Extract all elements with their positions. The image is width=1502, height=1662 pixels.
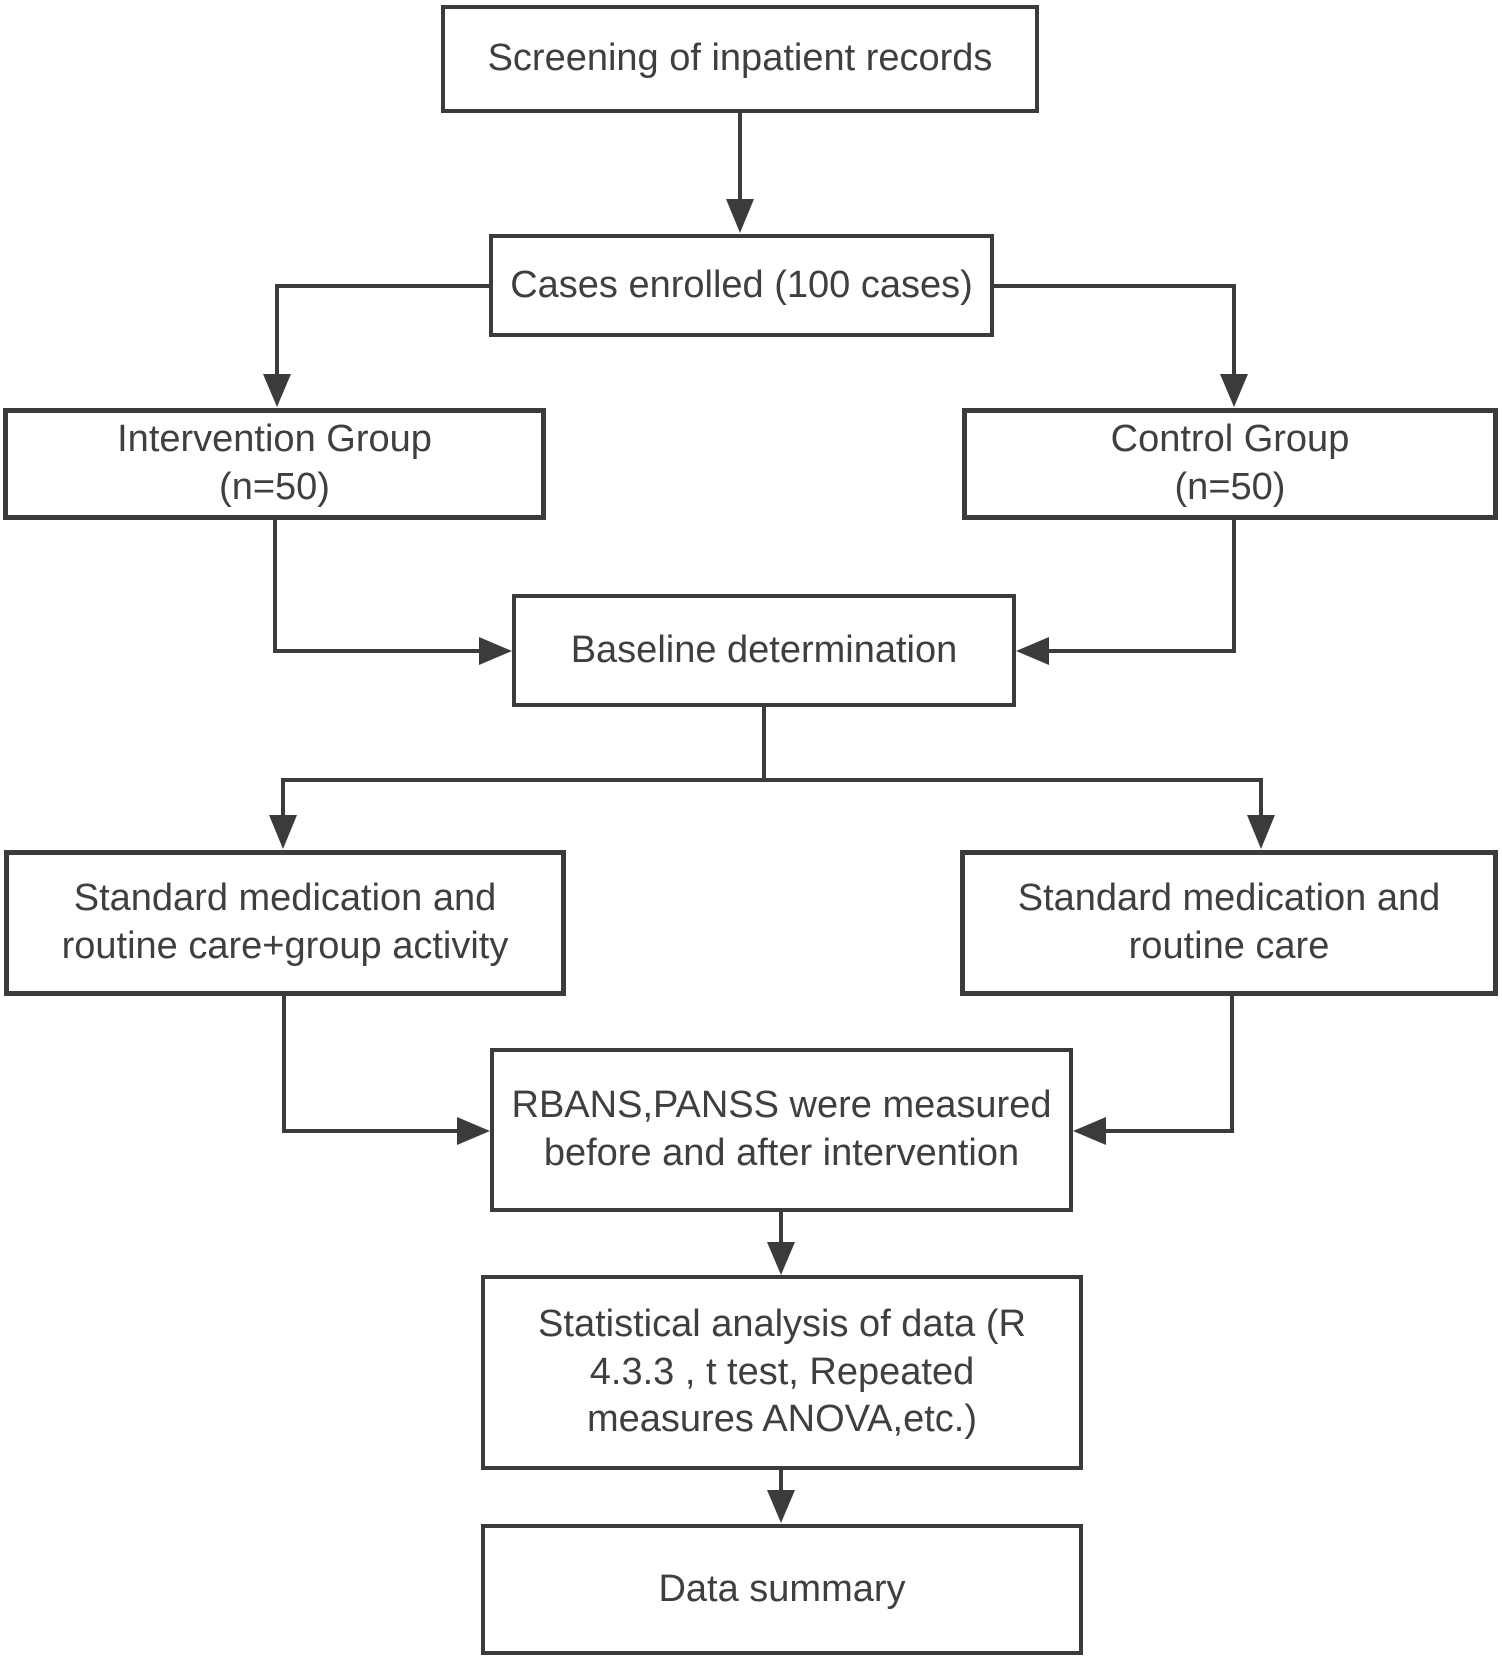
arrowhead xyxy=(269,815,297,849)
node-screening-label: Screening of inpatient records xyxy=(487,37,993,80)
edge-line xyxy=(1106,994,1234,1133)
edge-line xyxy=(994,284,1236,375)
node-baseline-determination: Baseline determination xyxy=(512,594,1016,707)
edge-cases-intervention xyxy=(263,284,489,407)
node-cases-enrolled-label: Cases enrolled (100 cases) xyxy=(510,263,973,306)
edge-line xyxy=(282,994,457,1133)
edge-stdleft-rbans xyxy=(282,994,490,1145)
edge-baseline-split xyxy=(269,705,1275,849)
node-statistical-analysis-label: Statistical analysis of data (R 4.3.3 , … xyxy=(538,1302,1026,1441)
edge-line xyxy=(1049,518,1236,653)
node-standard-medication-group-activity: Standard medication and routine care+gro… xyxy=(4,850,566,996)
node-data-summary: Data summary xyxy=(481,1524,1083,1655)
node-control-group: Control Group (n=50) xyxy=(962,408,1498,520)
arrowhead xyxy=(1247,815,1275,849)
node-baseline-determination-label: Baseline determination xyxy=(570,628,958,671)
edge-rbans-stat xyxy=(767,1210,795,1275)
arrowhead xyxy=(1220,374,1248,407)
arrowhead xyxy=(767,1242,795,1275)
node-data-summary-label: Data summary xyxy=(658,1567,906,1610)
edge-intervention-baseline xyxy=(273,518,512,665)
edge-line xyxy=(275,284,489,375)
node-control-group-label: Control Group (n=50) xyxy=(1110,418,1350,508)
node-cases-enrolled: Cases enrolled (100 cases) xyxy=(489,234,994,337)
edge-line xyxy=(281,778,1263,816)
node-standard-medication-routine-care-label: Standard medication and routine care xyxy=(1017,877,1441,967)
edge-control-baseline xyxy=(1016,518,1236,665)
arrowhead xyxy=(767,1490,795,1523)
node-rbans-panss-measured-label: RBANS,PANSS were measured before and aft… xyxy=(511,1084,1052,1174)
arrowhead xyxy=(726,199,754,233)
node-intervention-group-label: Intervention Group (n=50) xyxy=(117,418,432,508)
arrowhead xyxy=(1073,1117,1106,1145)
edge-stat-data xyxy=(767,1468,795,1523)
node-standard-medication-group-activity-label: Standard medication and routine care+gro… xyxy=(61,877,509,967)
arrowhead xyxy=(457,1117,490,1145)
node-statistical-analysis: Statistical analysis of data (R 4.3.3 , … xyxy=(481,1275,1083,1470)
edge-stdright-rbans xyxy=(1073,994,1234,1145)
edge-screening-cases xyxy=(726,111,754,233)
arrowhead xyxy=(479,637,512,665)
edge-cases-control xyxy=(994,284,1248,407)
node-intervention-group: Intervention Group (n=50) xyxy=(3,408,546,520)
node-standard-medication-routine-care: Standard medication and routine care xyxy=(960,850,1498,996)
edge-line xyxy=(273,518,479,653)
arrowhead xyxy=(1016,637,1049,665)
node-screening: Screening of inpatient records xyxy=(441,5,1039,113)
node-rbans-panss-measured: RBANS,PANSS were measured before and aft… xyxy=(490,1048,1073,1212)
arrowhead xyxy=(263,374,291,407)
